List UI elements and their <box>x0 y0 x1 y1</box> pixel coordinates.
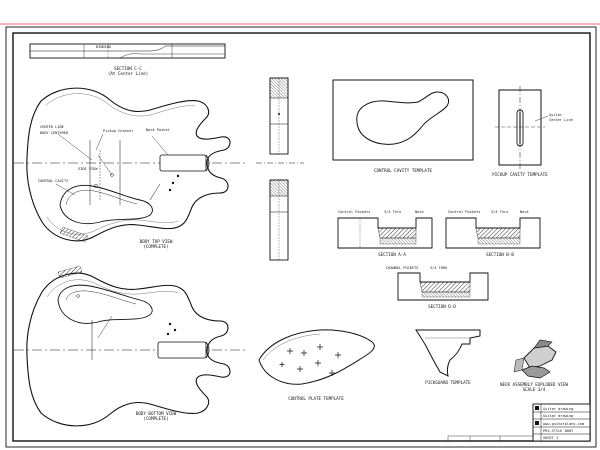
section-dd-mid: 3/4 THRU <box>430 266 447 270</box>
section-aa-left: Control Pockets <box>338 210 370 214</box>
section-dd-left: CHANNEL POCKETS <box>386 266 418 270</box>
section-cc-title: SECTION C-C <box>114 66 142 71</box>
section-aa-mid: 3/4 Thru <box>384 210 401 214</box>
callout-neck-pocket: Neck Pocket <box>146 128 170 132</box>
body-top-title: BODY TOP VIEW <box>140 239 173 244</box>
title-block: Guitar drawing Guitar drawing www.guitar… <box>447 403 591 442</box>
inner-border <box>12 32 591 442</box>
section-bb-right: Neck <box>520 210 529 214</box>
section-bb: Control Pockets 3/4 Thru Neck SECTION B-… <box>445 210 541 257</box>
body-bottom-title: BODY BOTTOM VIEW <box>136 411 177 416</box>
body-bottom-view: BODY BOTTOM VIEW (COMPLETE) <box>14 265 248 427</box>
section-bb-left: Control Pockets <box>448 210 480 214</box>
pickguard-title: PICKGUARD TEMPLATE <box>425 380 471 385</box>
section-cc-tag: BINDING <box>96 45 111 49</box>
body-top-view: CENTER LINE BODY CENTERED Pickup Channel… <box>14 87 248 249</box>
section-bb-mid: 3/4 Thru <box>491 210 508 214</box>
side-view-upper <box>269 77 289 155</box>
neck-assembly: NECK ASSEMBLY EXPLODED VIEW SCALE 3/4 <box>500 339 569 392</box>
section-bb-title: SECTION B-B <box>486 252 514 257</box>
section-aa-title: SECTION A-A <box>378 252 406 257</box>
callout-center-line: CENTER LINE <box>40 125 64 129</box>
neck-assembly-subtitle: SCALE 3/4 <box>523 387 546 392</box>
callout-control-cavity: CONTROL CAVITY <box>38 179 69 183</box>
section-cc: BINDING SECTION C-C (At Center Line) <box>29 43 226 76</box>
section-cc-subtitle: (At Center Line) <box>108 71 148 76</box>
section-dd-title: SECTION D-D <box>428 304 456 309</box>
callout-side-view: SIDE VIEW <box>78 167 98 171</box>
body-top-subtitle: (COMPLETE) <box>143 244 168 249</box>
pickup-cavity-note-1: Guitar <box>549 113 563 117</box>
pickguard-template: PICKGUARD TEMPLATE <box>415 329 481 385</box>
control-plate-template: CONTROL PLATE TEMPLATE <box>258 329 375 401</box>
callout-pickup-channel: Pickup Channel <box>103 129 133 133</box>
title-block-r3: www.guitarplans.com <box>543 422 584 426</box>
pickup-cavity-title: PICKUP CAVITY TEMPLATE <box>492 172 548 177</box>
neck-assembly-title: NECK ASSEMBLY EXPLODED VIEW <box>500 382 569 387</box>
title-block-r1: Guitar drawing <box>543 407 573 411</box>
callout-body-centered: BODY CENTERED <box>40 131 68 135</box>
side-view-lower <box>269 179 289 261</box>
section-dd: CHANNEL POCKETS 3/4 THRU SECTION D-D <box>386 266 489 309</box>
control-cavity-title: CONTROL CAVITY TEMPLATE <box>374 168 432 173</box>
control-cavity-template: CONTROL CAVITY TEMPLATE <box>332 79 474 173</box>
outer-border <box>5 26 597 448</box>
section-aa-right: Neck <box>415 210 424 214</box>
pickup-cavity-template: Guitar Center Line PICKUP CAVITY TEMPLAT… <box>492 86 573 177</box>
body-bottom-subtitle: (COMPLETE) <box>143 416 168 421</box>
title-block-r2: Guitar drawing <box>543 414 573 418</box>
title-block-r4: PRS-STYLE BODY <box>543 429 574 433</box>
section-aa: Control Pockets 3/4 Thru Neck SECTION A-… <box>337 210 433 257</box>
pickup-cavity-note-2: Center Line <box>549 118 573 122</box>
control-plate-title: CONTROL PLATE TEMPLATE <box>288 396 344 401</box>
title-block-r5: SHEET 1 <box>543 436 558 440</box>
